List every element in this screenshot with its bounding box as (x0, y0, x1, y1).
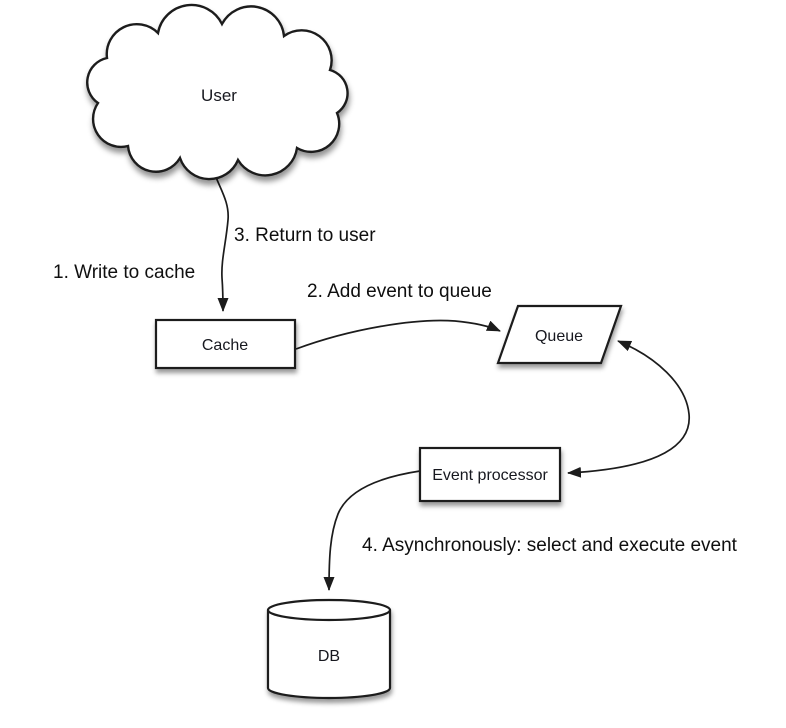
db-cylinder (266, 598, 392, 700)
cloud-shape (86, 3, 349, 181)
event-processor-box (418, 446, 562, 503)
db-label: DB (318, 648, 340, 665)
edges-layer (210, 160, 690, 591)
edge-cache-to-queue (295, 319, 501, 350)
edge-event-processor-to-db (323, 470, 421, 591)
node-db: DB (266, 598, 392, 700)
annotation-step4: 4. Asynchronously: select and execute ev… (362, 535, 738, 556)
node-user: User (86, 3, 349, 181)
queue-parallelogram (496, 304, 623, 365)
annotation-step2: 2. Add event to queue (307, 281, 492, 302)
node-queue: Queue (496, 304, 623, 365)
cache-box (154, 318, 297, 370)
annotations-layer: 1. Write to cache 3. Return to user 2. A… (53, 225, 738, 556)
annotation-step1: 1. Write to cache (53, 262, 195, 283)
node-event-processor: Event processor (418, 446, 562, 503)
annotation-step3: 3. Return to user (234, 225, 376, 246)
queue-label: Queue (535, 328, 583, 345)
cache-label: Cache (202, 337, 248, 354)
node-cache: Cache (154, 318, 297, 370)
user-label: User (201, 86, 237, 105)
edge-user-to-cache (210, 160, 229, 312)
edge-queue-event-processor (567, 340, 690, 478)
event-processor-label: Event processor (432, 467, 548, 484)
db-cylinder-rim (266, 609, 392, 622)
